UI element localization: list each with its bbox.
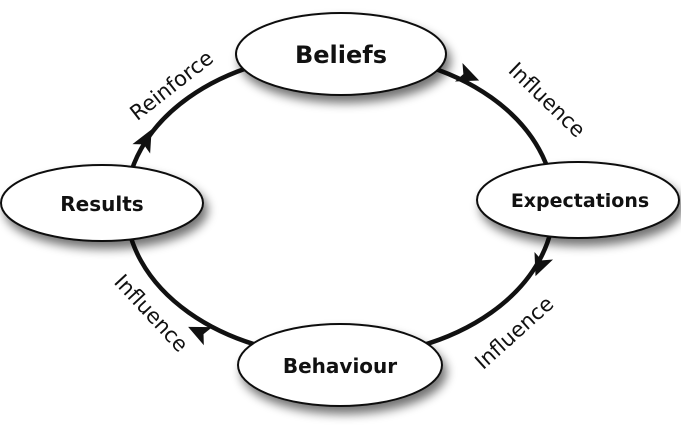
node-results: Results: [0, 164, 204, 242]
node-beliefs-shape: [235, 12, 447, 96]
edge-label-beliefs-to-expectations: Influence: [504, 58, 590, 142]
edge-label-behaviour-to-results: Influence: [109, 270, 193, 357]
arrow-expectations-to-behaviour: [534, 251, 554, 277]
edge-label-expectations-to-behaviour: Influence: [470, 292, 558, 375]
node-behaviour: Behaviour: [237, 323, 443, 407]
node-beliefs: Beliefs: [235, 12, 447, 96]
arrow-beliefs-to-expectations: [454, 62, 480, 82]
node-beliefs-label: Beliefs: [295, 41, 387, 69]
node-expectations: Expectations: [476, 161, 680, 239]
arrow-behaviour-to-results: [188, 326, 213, 346]
node-behaviour-shape: [237, 323, 443, 407]
node-behaviour-label: Behaviour: [283, 354, 397, 378]
arrow-results-to-beliefs: [132, 129, 152, 154]
node-expectations-shape: [476, 161, 680, 239]
node-results-label: Results: [60, 192, 143, 216]
node-results-shape: [0, 164, 204, 242]
node-expectations-label: Expectations: [511, 190, 649, 212]
